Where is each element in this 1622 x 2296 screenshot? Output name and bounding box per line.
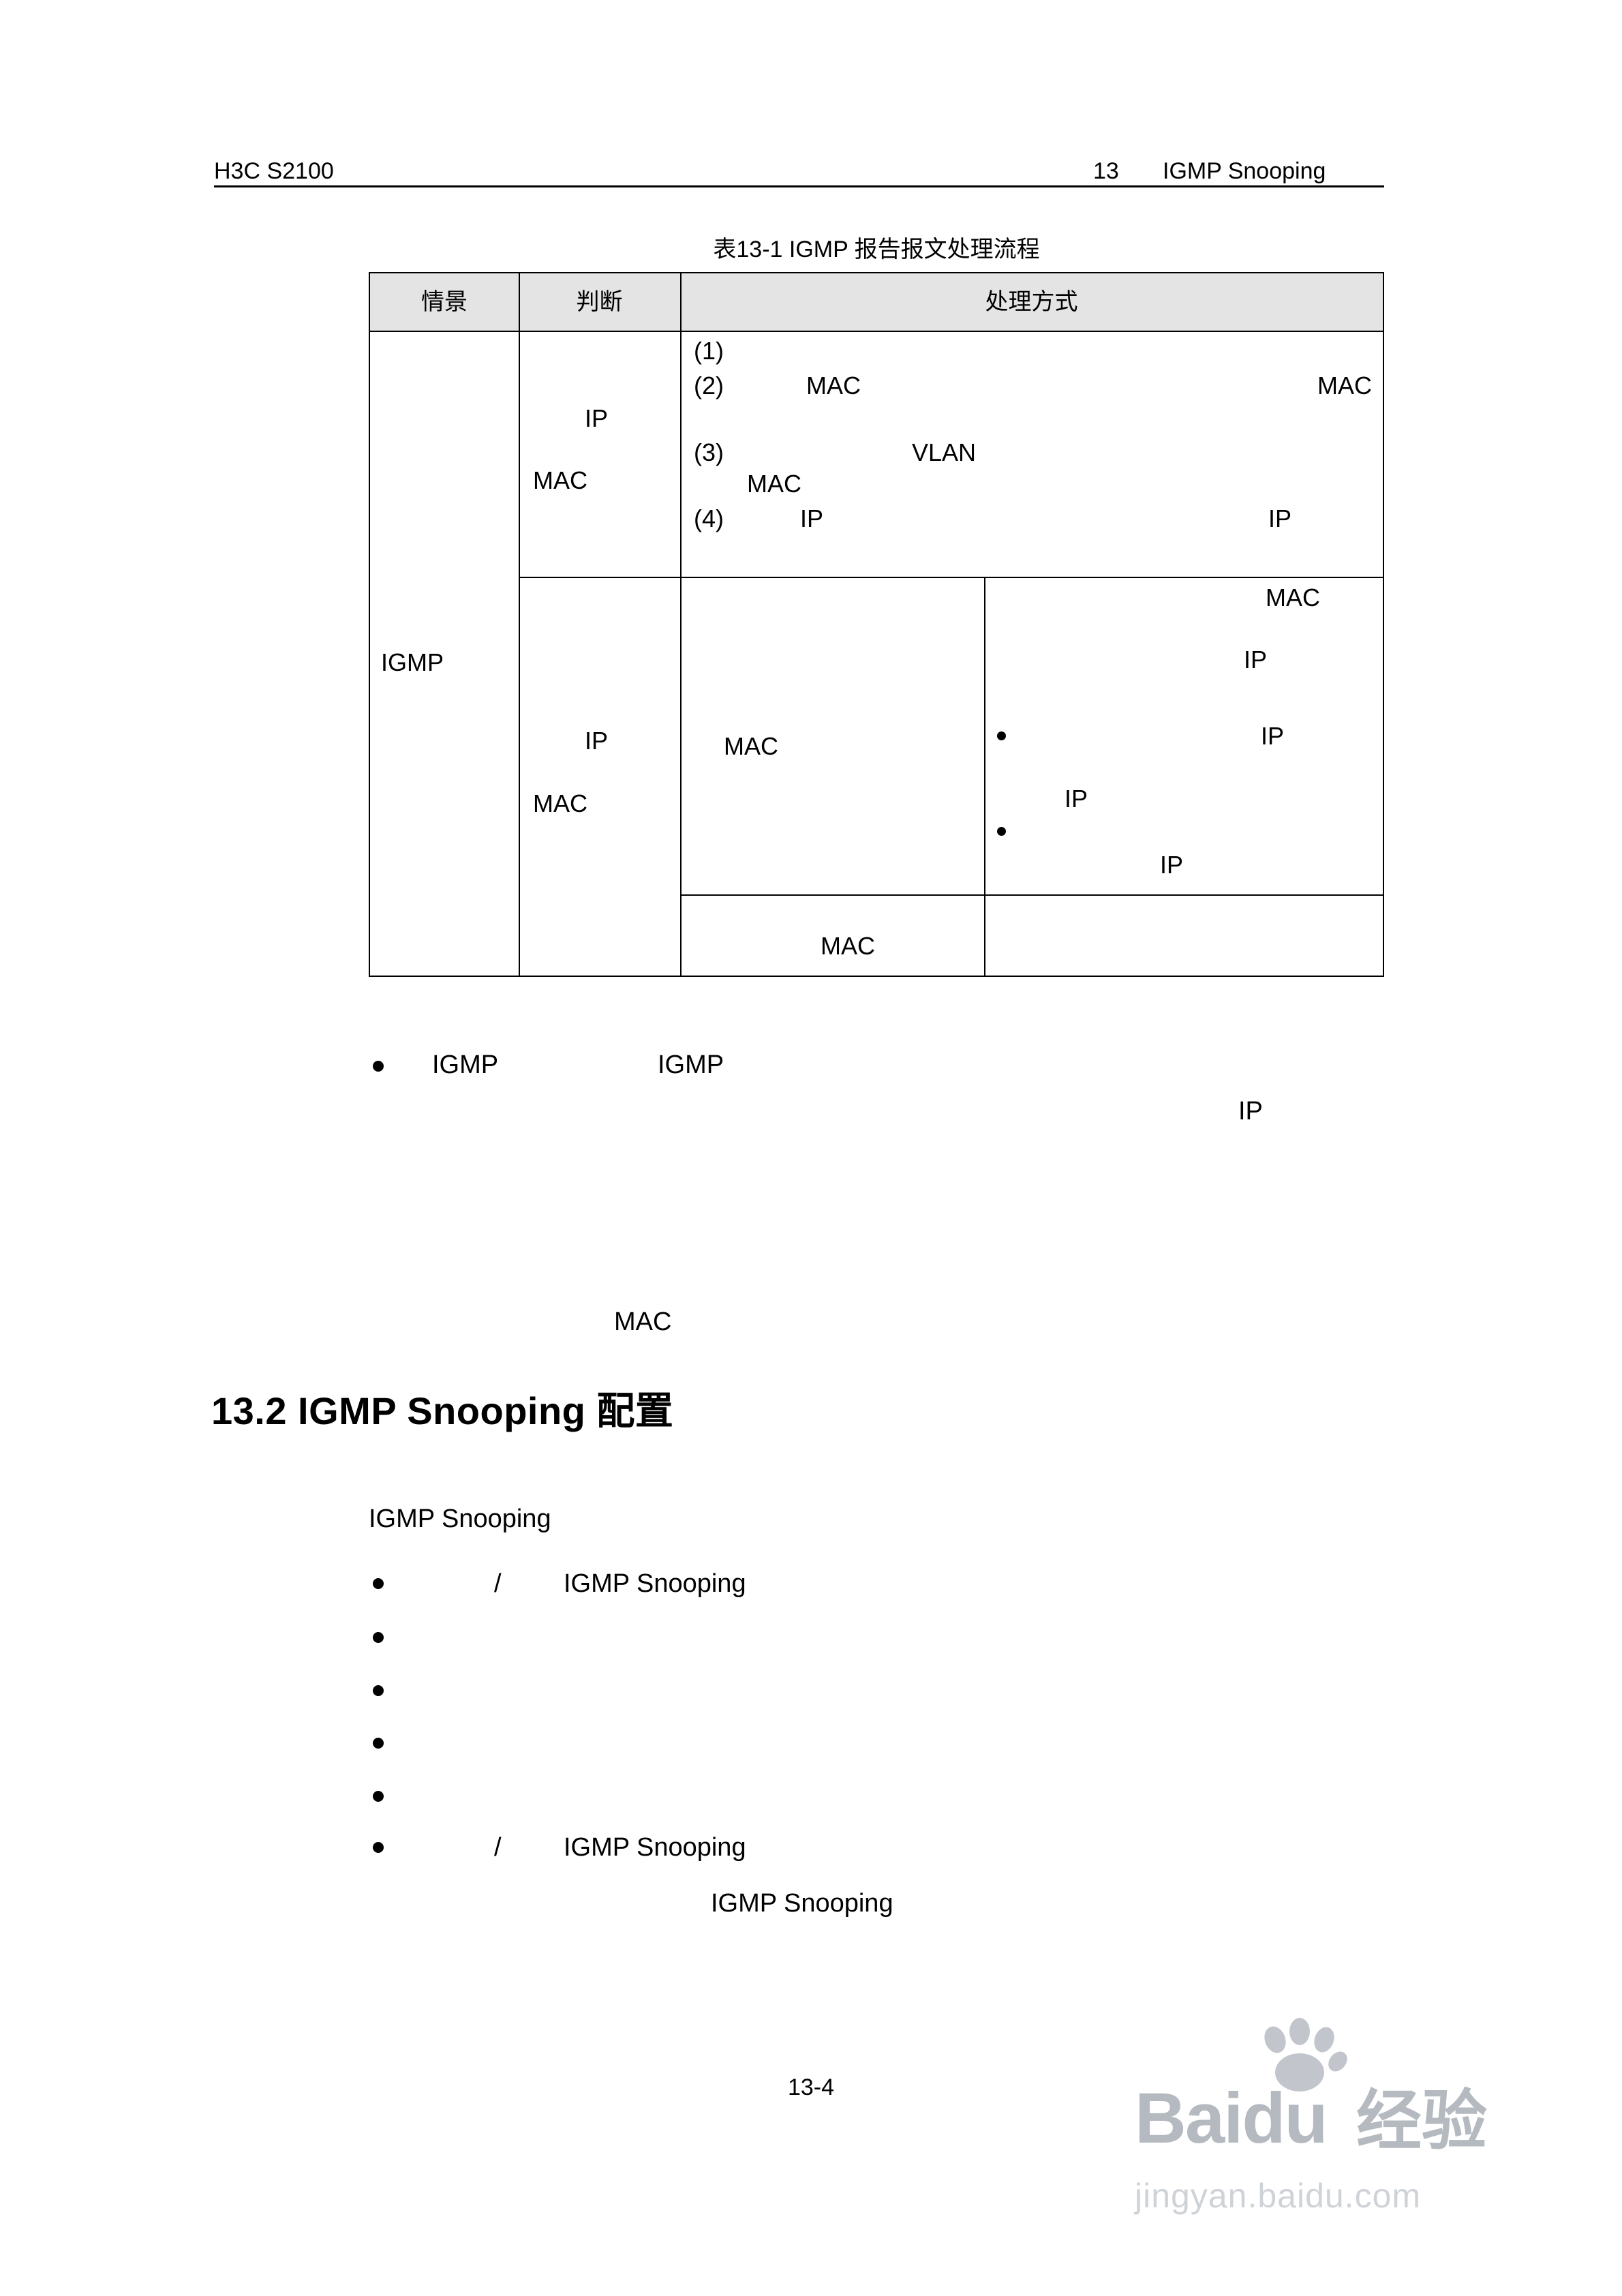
row1-judgment-ip: IP bbox=[585, 404, 609, 432]
bullet6-slash: / bbox=[494, 1833, 502, 1862]
table-caption: 表13-1 IGMP 报告报文处理流程 bbox=[713, 237, 1040, 262]
step4-ip-right: IP bbox=[1268, 504, 1292, 532]
section-intro: IGMP Snooping bbox=[369, 1505, 551, 1533]
table-line bbox=[519, 273, 520, 976]
row2-right-ip2: IP bbox=[1261, 722, 1285, 750]
row2-right-ip1: IP bbox=[1244, 646, 1268, 674]
row2-right-mac: MAC bbox=[1266, 584, 1320, 611]
note-igmp-1: IGMP bbox=[432, 1051, 499, 1079]
row2-right-ip3: IP bbox=[1065, 785, 1088, 813]
row2-judgment-mac: MAC bbox=[533, 789, 587, 817]
step2-number: (2) bbox=[694, 372, 724, 399]
header-product: H3C S2100 bbox=[214, 158, 334, 184]
col-header-processing: 处理方式 bbox=[985, 289, 1078, 315]
step3-mac: MAC bbox=[747, 470, 801, 498]
bullet-dot bbox=[373, 1791, 384, 1802]
table-line bbox=[680, 273, 682, 976]
table-line bbox=[370, 331, 1383, 332]
bullet-dot bbox=[373, 1842, 384, 1853]
page-number: 13-4 bbox=[787, 2074, 835, 2100]
header-rule bbox=[214, 185, 1384, 187]
col-header-judgment: 判断 bbox=[576, 289, 623, 315]
scenario-label: IGMP bbox=[381, 648, 444, 676]
bullet-dot bbox=[997, 731, 1006, 740]
header-chapter-number: 13 bbox=[1093, 158, 1119, 184]
step1-number: (1) bbox=[694, 337, 724, 365]
step4-number: (4) bbox=[694, 504, 724, 532]
section-heading: 13.2 IGMP Snooping 配置 bbox=[211, 1389, 674, 1432]
bullet-dot bbox=[997, 827, 1006, 836]
note-mac: MAC bbox=[614, 1308, 672, 1336]
note-ip: IP bbox=[1238, 1097, 1263, 1126]
header-chapter-title: IGMP Snooping bbox=[1163, 158, 1326, 184]
table-line bbox=[519, 577, 1383, 578]
paw-icon bbox=[1264, 2018, 1347, 2091]
bullet-dot bbox=[373, 1738, 384, 1749]
note-igmp-2: IGMP bbox=[658, 1051, 724, 1079]
bullet1-slash: / bbox=[494, 1569, 502, 1598]
step3-number: (3) bbox=[694, 438, 724, 466]
step4-ip: IP bbox=[800, 504, 824, 532]
bullet-dot bbox=[373, 1061, 384, 1072]
section-tail: IGMP Snooping bbox=[711, 1889, 893, 1918]
igmp-report-table: 情景 判断 处理方式 IGMP IP MAC (1) (2) MAC MAC (… bbox=[369, 272, 1384, 977]
baidu-jingyan-logo: Baidu bbox=[1135, 2079, 1328, 2158]
watermark-url: jingyan.baidu.com bbox=[1135, 2177, 1422, 2215]
bullet-dot bbox=[373, 1685, 384, 1696]
row1-judgment-mac: MAC bbox=[533, 466, 587, 494]
row2-right-ip4: IP bbox=[1160, 851, 1184, 879]
table-line bbox=[680, 894, 1383, 896]
bullet6-text: IGMP Snooping bbox=[564, 1833, 746, 1862]
step2-mac: MAC bbox=[806, 372, 861, 399]
row2-judgment-ip: IP bbox=[585, 727, 609, 755]
row3-left-mac: MAC bbox=[821, 932, 875, 960]
step3-vlan: VLAN bbox=[912, 438, 977, 466]
baidu-jingyan-logo-cn: 经验 bbox=[1356, 2085, 1487, 2158]
table-header-row bbox=[370, 273, 1383, 331]
step2-mac-right: MAC bbox=[1317, 372, 1372, 399]
bullet1-text: IGMP Snooping bbox=[564, 1569, 746, 1598]
table-line bbox=[984, 577, 985, 976]
bullet-dot bbox=[373, 1578, 384, 1589]
col-header-scenario: 情景 bbox=[421, 289, 468, 315]
bullet-dot bbox=[373, 1632, 384, 1643]
row2-left-mac: MAC bbox=[724, 732, 778, 760]
